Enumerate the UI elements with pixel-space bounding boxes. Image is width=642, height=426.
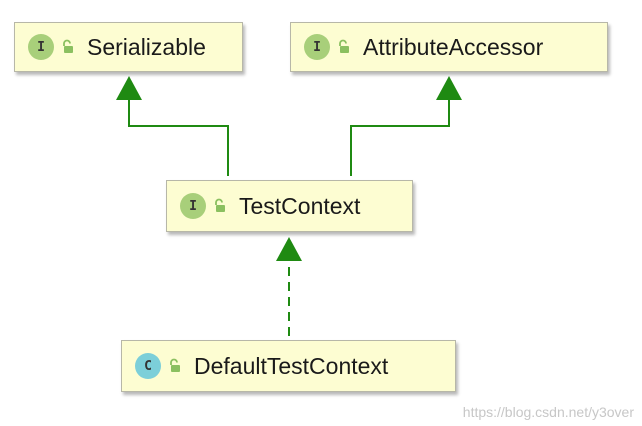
arrowhead-attributeaccessor [436,76,462,100]
node-label: Serializable [87,33,206,60]
unlocked-padlock-icon [63,39,73,53]
node-attributeaccessor[interactable]: I AttributeAccessor [290,22,608,72]
interface-icon: I [28,34,54,60]
class-icon: C [135,353,161,379]
unlocked-padlock-icon [215,198,225,212]
node-serializable[interactable]: I Serializable [14,22,243,72]
node-label: TestContext [239,192,361,219]
edge-testcontext-to-serializable [128,100,229,176]
node-label: AttributeAccessor [363,33,544,60]
interface-icon: I [180,193,206,219]
edge-testcontext-to-attributeaccessor [350,100,450,176]
interface-icon: I [304,34,330,60]
unlocked-padlock-icon [170,358,180,372]
watermark: https://blog.csdn.net/y3over [462,404,634,420]
unlocked-padlock-icon [339,39,349,53]
node-testcontext[interactable]: I TestContext [166,180,413,232]
arrowhead-testcontext [276,237,302,261]
node-defaulttestcontext[interactable]: C DefaultTestContext [121,340,456,392]
arrowhead-serializable [116,76,142,100]
node-label: DefaultTestContext [194,352,389,379]
